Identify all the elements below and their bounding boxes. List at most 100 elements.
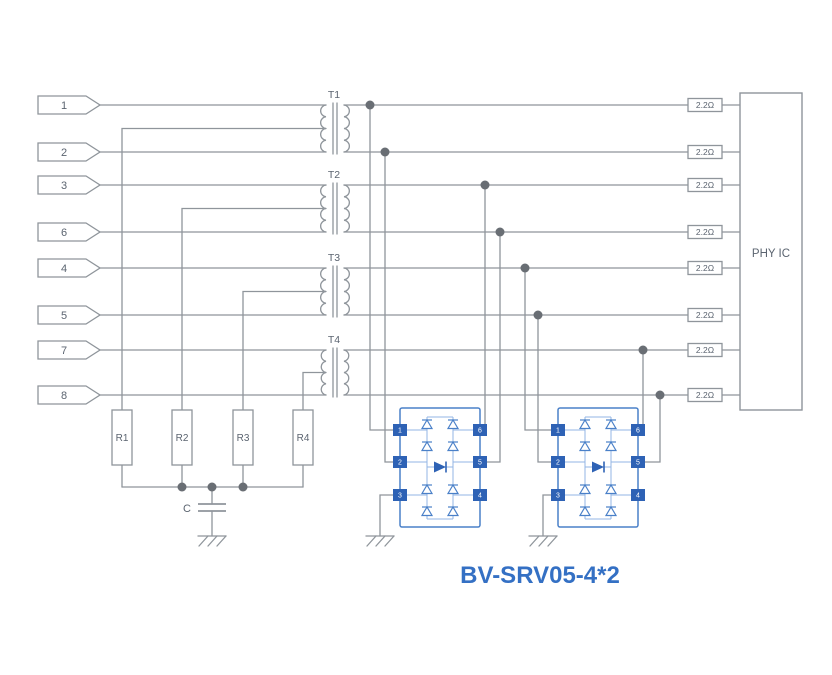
resistor-body — [687, 307, 723, 323]
transformer-t3: T3 — [320, 252, 350, 318]
pin-shape — [37, 95, 102, 115]
resistor-body — [687, 144, 723, 160]
tvs-pin-number: 4 — [636, 493, 640, 500]
junction-dot — [238, 482, 248, 492]
tvs-pin-number: 1 — [556, 428, 560, 435]
transformer-label: T2 — [328, 169, 340, 181]
junction-dot — [495, 227, 505, 237]
tvs-pin-pad — [473, 424, 487, 436]
junction-dot — [655, 390, 665, 400]
tvs-array-1: 1 2 3 6 5 4 — [393, 407, 487, 528]
pin-label: 6 — [61, 227, 67, 239]
pin-shape — [37, 175, 102, 195]
tvs-pin-pad — [551, 489, 565, 501]
junction-dot — [365, 100, 375, 110]
series-resistor-8: 2.2Ω — [687, 387, 723, 403]
tvs-drop-wire — [644, 394, 661, 463]
tvs-pin-pad — [393, 489, 407, 501]
resistor-body — [687, 260, 723, 276]
tvs-pin-number: 6 — [478, 428, 482, 435]
pin-label: 5 — [61, 310, 67, 322]
tvs-pin-number: 1 — [398, 428, 402, 435]
resistor-value: 2.2Ω — [696, 100, 714, 110]
tvs-pin-number: 2 — [398, 460, 402, 467]
resistor-label: R4 — [297, 433, 310, 444]
center-tap-wire — [302, 371, 327, 411]
resistor-body — [687, 387, 723, 403]
pin-label: 4 — [61, 263, 67, 275]
transformer-label: T4 — [328, 334, 340, 346]
resistor-value: 2.2Ω — [696, 147, 714, 157]
capacitor-c: C — [183, 503, 226, 515]
input-pin-1: 1 — [37, 95, 102, 115]
pin-shape — [37, 305, 102, 325]
resistor-body — [171, 409, 193, 466]
resistor-value: 2.2Ω — [696, 390, 714, 400]
tvs-zener-icon — [592, 461, 604, 473]
phy-body — [739, 92, 803, 411]
center-tap-wire — [121, 127, 327, 411]
junction-dot — [533, 310, 543, 320]
capacitor-label: C — [183, 503, 191, 515]
pin-shape — [37, 385, 102, 405]
junction-dot — [520, 263, 530, 273]
resistor-r2: R2 — [171, 409, 193, 466]
phy-label: PHY IC — [752, 248, 790, 260]
junction-dot — [177, 482, 187, 492]
input-pin-5: 5 — [37, 305, 102, 325]
input-pin-2: 2 — [37, 142, 102, 162]
transformer-t1: T1 — [320, 89, 350, 155]
resistor-label: R1 — [116, 433, 129, 444]
input-pin-8: 8 — [37, 385, 102, 405]
secondary-winding — [343, 349, 350, 396]
transformer-label: T1 — [328, 89, 340, 101]
junction-dot — [207, 482, 217, 492]
tvs-drop-wire — [537, 314, 552, 463]
resistor-value: 2.2Ω — [696, 180, 714, 190]
tvs-pin-pad — [551, 456, 565, 468]
tvs-pin-number: 3 — [556, 493, 560, 500]
center-tap-wire — [242, 290, 327, 411]
resistor-body — [232, 409, 254, 466]
tvs-pin-number: 5 — [478, 460, 482, 467]
resistor-value: 2.2Ω — [696, 345, 714, 355]
tvs-array-2: 1 2 3 6 5 4 — [551, 407, 645, 528]
input-pin-6: 6 — [37, 222, 102, 242]
tvs-ground-wire — [542, 494, 552, 537]
tvs-drop-wire — [486, 231, 501, 463]
resistor-r3: R3 — [232, 409, 254, 466]
primary-winding — [320, 267, 327, 316]
resistor-value: 2.2Ω — [696, 263, 714, 273]
resistor-r4: R4 — [292, 409, 314, 466]
tvs-pin-pad — [473, 456, 487, 468]
secondary-winding — [343, 104, 350, 153]
pin-label: 7 — [61, 345, 67, 357]
series-resistor-7: 2.2Ω — [687, 342, 723, 358]
junction-dot — [480, 180, 490, 190]
tvs-pin-number: 4 — [478, 493, 482, 500]
resistor-body — [687, 224, 723, 240]
pin-label: 2 — [61, 147, 67, 159]
tvs-drop-wire — [524, 267, 552, 431]
transformer-label: T3 — [328, 252, 340, 264]
series-resistor-1: 2.2Ω — [687, 97, 723, 113]
secondary-winding — [343, 184, 350, 233]
tvs-ground-wire — [379, 494, 394, 537]
tvs-pin-pad — [631, 456, 645, 468]
input-pin-7: 7 — [37, 340, 102, 360]
pin-label: 3 — [61, 180, 67, 192]
resistor-body — [687, 177, 723, 193]
tvs-pin-pad — [393, 456, 407, 468]
resistor-body — [292, 409, 314, 466]
wiring — [99, 104, 741, 537]
tvs-pin-number: 6 — [636, 428, 640, 435]
pin-shape — [37, 258, 102, 278]
resistor-label: R2 — [176, 433, 189, 444]
diagram-title: BV-SRV05-4*2 — [460, 562, 620, 589]
resistor-value: 2.2Ω — [696, 227, 714, 237]
transformer-t2: T2 — [320, 169, 350, 235]
series-resistor-6: 2.2Ω — [687, 307, 723, 323]
